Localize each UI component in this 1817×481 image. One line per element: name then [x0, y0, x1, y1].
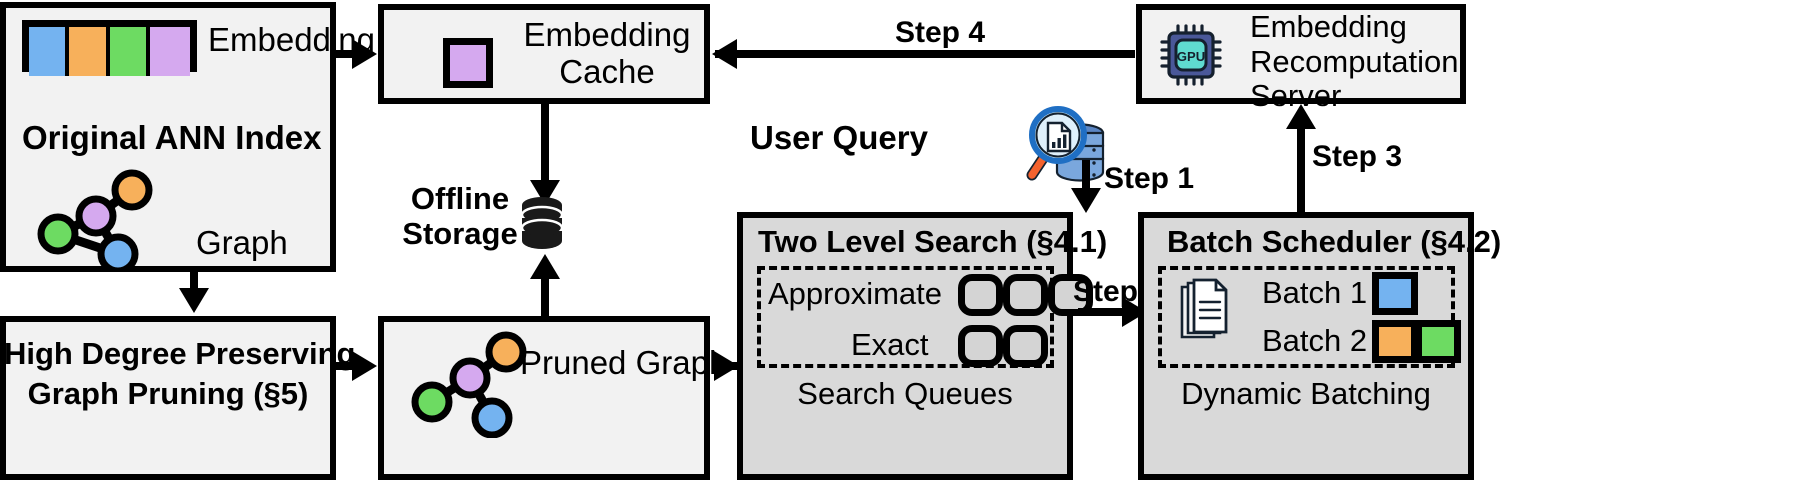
arrow-pruned-to-search-head	[714, 351, 739, 381]
embedding-cache-line1: Embedding	[523, 16, 691, 53]
batch-2-chip-green	[1415, 320, 1461, 363]
arrow-ann-to-pruning-line	[190, 272, 198, 298]
dynamic-batching-caption: Dynamic Batching	[1181, 376, 1431, 411]
embedding-cache-swatch-icon	[443, 38, 493, 88]
exact-row-label: Exact	[851, 327, 929, 362]
offline-storage-line2: Storage	[402, 215, 518, 251]
approximate-queue-slot-3	[1048, 274, 1093, 316]
arrow-pruning-to-pruned-line	[336, 362, 364, 370]
original-ann-index-title: Original ANN Index	[22, 119, 322, 156]
embedding-cache-label: Embedding Cache	[512, 16, 702, 91]
offline-storage-label: Offline Storage	[400, 181, 520, 251]
graph-pruning-line2: Graph Pruning (§5)	[27, 376, 309, 412]
pruned-graph-figure	[411, 331, 527, 438]
arrow-step1-line	[1082, 160, 1090, 198]
arrow-step4-line	[715, 50, 1135, 58]
arrow-cache-to-storage-line	[541, 104, 549, 190]
batch-1-label: Batch 1	[1262, 275, 1368, 310]
graph-pruning-line1: High Degree Preserving	[4, 336, 356, 371]
embedding-cell-orange	[69, 27, 110, 76]
embedding-strip	[22, 20, 197, 76]
approximate-queue-slot-1	[958, 274, 1003, 316]
batch-2-label: Batch 2	[1262, 323, 1368, 358]
arrow-pruned-to-storage-line	[541, 268, 549, 316]
magnifier-document-database-icon	[1026, 106, 1105, 182]
graph-label: Graph	[196, 224, 288, 261]
svg-text:GPU: GPU	[1177, 49, 1205, 64]
graph-pruning-label: High Degree Preserving Graph Pruning (§5…	[4, 334, 356, 415]
graph-pruning-box	[0, 316, 336, 480]
step4-label: Step 4	[895, 16, 986, 49]
embedding-cache-line2: Cache	[559, 52, 655, 90]
arrow-step2-line	[1078, 308, 1140, 316]
recomputation-server-label: Embedding Recomputation Server	[1250, 9, 1459, 114]
pruned-graph-label: Pruned Graph	[520, 344, 728, 381]
step1-label: Step 1	[1104, 162, 1195, 195]
arrow-step4-head	[712, 39, 737, 69]
arrow-ann-to-pruning-head	[179, 288, 209, 313]
embedding-cell-blue	[29, 27, 70, 76]
embedding-cell-green	[109, 27, 151, 76]
embedding-cell-purple	[150, 27, 190, 76]
recomputation-server-line2: Recomputation	[1250, 43, 1459, 79]
database-cylinder-icon	[520, 197, 564, 249]
arrow-ann-to-cache-head	[352, 39, 377, 69]
ann-index-graph-figure	[37, 169, 153, 268]
batch-scheduler-title: Batch Scheduler (§4.2)	[1167, 224, 1502, 259]
gpu-chip-icon: GPU	[1160, 24, 1222, 86]
approximate-queue-slot-2	[1003, 274, 1048, 316]
exact-queue-slot-2	[1003, 325, 1048, 367]
recomputation-server-line1: Embedding	[1250, 9, 1407, 44]
recomputation-server-line3: Server	[1250, 78, 1342, 114]
embedding-cache-box	[378, 4, 710, 104]
search-queues-caption: Search Queues	[797, 376, 1013, 411]
documents-stack-icon	[1180, 278, 1228, 339]
arrow-step1-head	[1071, 188, 1101, 213]
approximate-row-label: Approximate	[768, 276, 943, 311]
arrow-pruning-to-pruned-head	[352, 351, 377, 381]
arrow-step3-line	[1297, 122, 1305, 214]
search-queues-dashed-area	[757, 266, 1054, 368]
arrow-step3-head	[1286, 104, 1316, 129]
batch-1-chip-blue	[1372, 272, 1418, 315]
user-query-label: User Query	[750, 119, 928, 156]
two-level-search-title: Two Level Search (§4.1)	[758, 224, 1108, 259]
exact-queue-slot-1	[958, 325, 1003, 367]
arrow-pruned-to-storage-head	[530, 254, 560, 279]
batch-2-chip-orange	[1372, 320, 1418, 363]
dynamic-batching-dashed-area	[1158, 266, 1455, 368]
arrow-ann-to-cache-line	[336, 50, 364, 58]
step3-label: Step 3	[1312, 140, 1403, 173]
offline-storage-line1: Offline	[410, 181, 510, 216]
